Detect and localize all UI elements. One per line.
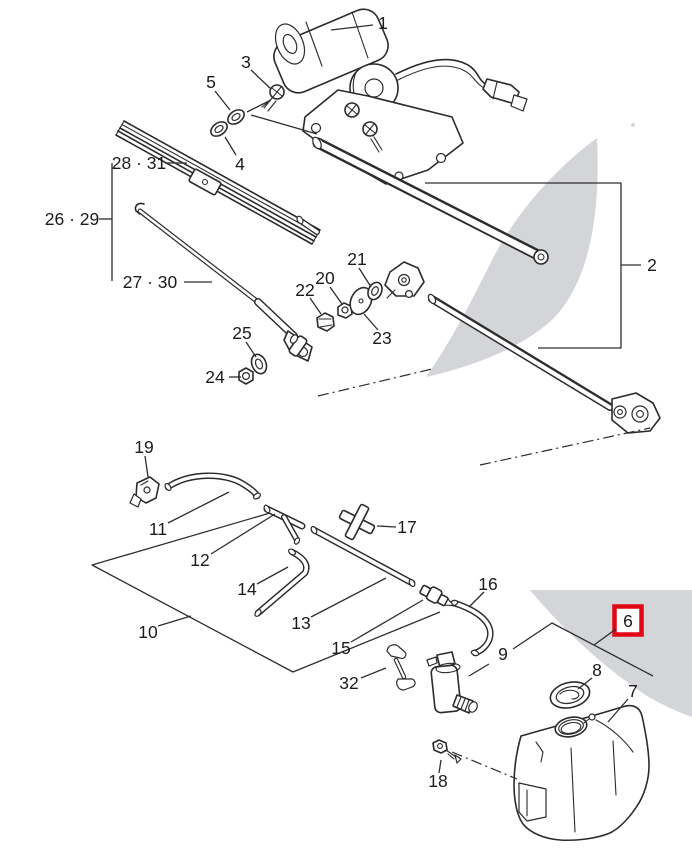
part-label-19: 19 [134,437,153,457]
leader-part-3 [250,114,318,135]
part-label-14: 14 [237,579,257,599]
part-label-3: 3 [241,52,251,72]
part-label-27-30: 27 · 30 [123,272,178,292]
leader-part-3 [246,99,272,113]
assembly-centerline [479,427,651,466]
leader-part-6 [593,628,617,646]
linkage-end-pivot [611,392,661,434]
motor-wire [395,58,489,86]
part-label-1: 1 [378,13,388,33]
part-label-15: 15 [331,638,350,658]
leader-part-11 [167,491,230,524]
part-label-18: 18 [428,771,447,791]
leader-part-2 [425,182,622,349]
highlight-box-part-6 [612,604,644,637]
y-connector [263,504,306,545]
part-label-4: 4 [235,154,245,174]
part-label-11: 11 [149,519,167,539]
part-label-24: 24 [205,367,225,387]
leader-part-8 [577,677,593,690]
leader-part-16 [468,591,485,608]
washer-pump [426,651,478,714]
leader-part-10 [91,512,441,673]
tank-mount-slot [518,782,547,822]
leader-part-6 [468,663,490,677]
tank-cap [549,681,591,709]
part-label-13: 13 [291,613,310,633]
part-label-17: 17 [397,517,416,537]
ring-part-21 [367,281,383,301]
leader-part-4 [224,136,237,156]
part-label-8: 8 [592,660,602,680]
disc-part-23 [349,286,373,316]
part-label-32: 32 [339,673,358,693]
part-label-28-31: 28 · 31 [112,153,166,173]
wiper-arm [134,202,313,362]
plate-screw [362,121,383,153]
blade-center-clip [188,168,222,196]
part-label-16: 16 [478,574,497,594]
leader-part-17 [376,525,397,528]
screw-centerline [451,751,518,780]
washer-part-4 [210,121,228,137]
leader-part-12 [210,513,276,555]
part-label-22: 22 [295,280,314,300]
leader-part-18 [438,759,442,774]
leader-part-25 [245,341,257,358]
leader-part-1 [330,24,374,31]
part-label-21: 21 [347,249,366,269]
part-label-25: 25 [232,323,251,343]
check-valve [419,584,455,607]
wiper-blade [115,120,321,245]
leader-part-20 [329,286,343,305]
part-label-20: 20 [315,268,335,288]
leader-part-10 [157,615,192,627]
leader-part-6 [512,622,654,677]
part-label-10: 10 [138,622,158,642]
pump-clamp [386,644,416,691]
screw-part-3 [261,84,285,112]
leader-part-22 [309,297,322,315]
cross-connector [338,503,376,541]
wiper-motor [273,8,528,113]
tank-screw [432,739,462,764]
nut-part-24 [238,367,254,385]
leader-part-19 [144,455,149,478]
washer-part-25 [250,353,268,375]
part-label-9: 9 [498,644,508,664]
part-label-7: 7 [628,681,638,701]
washer-hoses [164,472,494,657]
motor-mounting-plate [302,89,464,185]
leader-part-15 [350,599,424,643]
leader-part-3 [250,69,272,90]
linkage-rod-end [288,334,308,357]
leader-part-14 [256,566,289,585]
part-label-6: 6 [623,611,633,631]
part-label-23: 23 [372,328,391,348]
part-label-12: 12 [190,550,209,570]
plate-screw [344,102,360,118]
part-label-26-29: 26 · 29 [45,209,99,229]
part-callouts: 1234567891011121314151617181920212223242… [45,13,657,791]
leader-part-23 [363,313,379,331]
washer-nozzle [129,476,160,508]
watermark-dot [631,123,635,127]
linkage-pivot-bracket [384,261,425,299]
part-label-2: 2 [647,255,657,275]
leader-part-32 [360,667,387,679]
washer-tank [513,704,650,842]
leader-part-13 [310,577,387,618]
watermark-swoosh-middle [426,138,598,377]
assembly-centerline [317,368,433,397]
nut-part-22 [316,312,335,332]
leader-part-7 [607,698,629,723]
leader-part-5 [214,90,231,111]
washer-part-5 [227,109,245,125]
part-label-5: 5 [206,72,216,92]
linkage-assembly [288,136,661,466]
leader-part-21 [358,267,372,288]
